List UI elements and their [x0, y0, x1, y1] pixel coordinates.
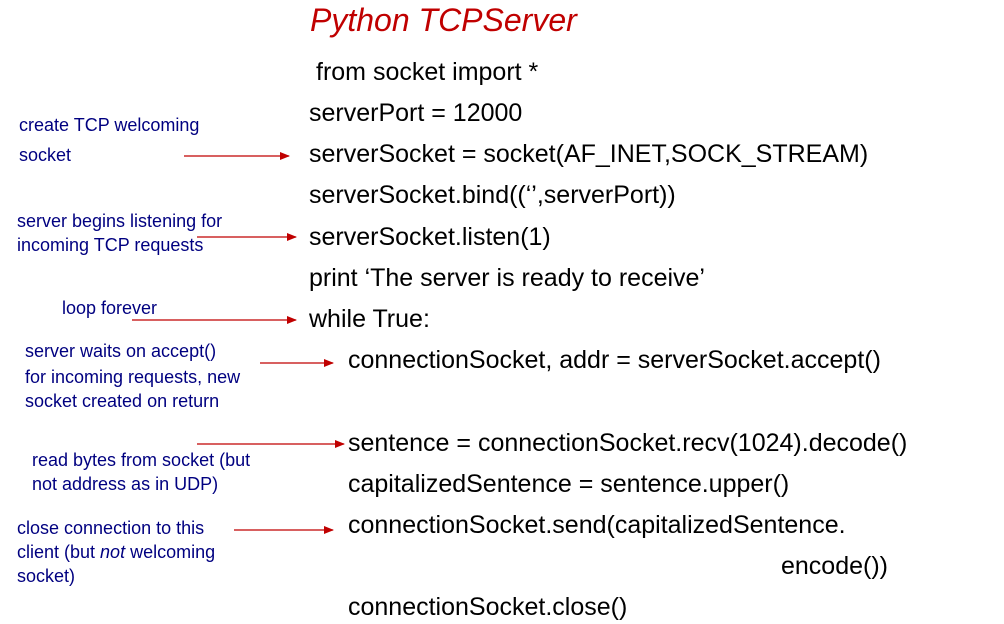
annotation-text: incoming TCP requests	[17, 235, 204, 255]
annotation-text: client (but	[17, 542, 101, 562]
annotation-text: socket	[19, 145, 72, 165]
code-line-server-port: serverPort = 12000	[309, 99, 523, 127]
annotation-text: create TCP welcoming	[19, 115, 200, 135]
code-line-recv: sentence = connectionSocket.recv(1024).d…	[348, 429, 908, 457]
annotation-text: not address as in UDP)	[32, 474, 219, 494]
code-line-close: connectionSocket.close()	[348, 593, 628, 621]
annotation-emphasis: not	[100, 542, 126, 562]
code-line-import: from socket import *	[316, 58, 539, 86]
annotation-text: close connection to this	[17, 518, 205, 538]
annotation-close: close connection to this client (but not…	[17, 516, 215, 588]
annotation-text: loop forever	[62, 298, 158, 318]
annotation-text: socket)	[17, 566, 76, 586]
code-line-while: while True:	[309, 305, 430, 333]
annotation-text-line2: client (but not welcoming	[17, 540, 215, 564]
code-line-listen: serverSocket.listen(1)	[309, 223, 551, 251]
code-line-send: connectionSocket.send(capitalizedSentenc…	[348, 511, 846, 539]
code-line-bind: serverSocket.bind((‘’,serverPort))	[309, 181, 676, 209]
annotation-text: server begins listening for	[17, 211, 223, 231]
code-line-upper: capitalizedSentence = sentence.upper()	[348, 470, 790, 498]
annotation-recv: read bytes from socket (but not address …	[32, 448, 250, 496]
annotation-welcome-socket: create TCP welcoming socket	[19, 113, 199, 167]
code-line-encode: encode())	[781, 552, 888, 580]
code-line-print: print ‘The server is ready to receive’	[309, 264, 705, 292]
code-line-server-socket: serverSocket = socket(AF_INET,SOCK_STREA…	[309, 140, 869, 168]
annotation-text: read bytes from socket (but	[32, 450, 251, 470]
annotation-loop: loop forever	[62, 296, 157, 320]
annotation-text: server waits on accept()	[25, 341, 217, 361]
code-line-accept: connectionSocket, addr = serverSocket.ac…	[348, 346, 881, 374]
annotation-text: socket created on return	[25, 391, 220, 411]
annotation-text: welcoming	[125, 542, 216, 562]
annotation-text: for incoming requests, new	[25, 367, 241, 387]
annotation-accept: server waits on accept() for incoming re…	[25, 339, 240, 413]
annotation-listen: server begins listening for incoming TCP…	[17, 209, 222, 257]
slide-title: Python TCPServer	[310, 2, 577, 38]
